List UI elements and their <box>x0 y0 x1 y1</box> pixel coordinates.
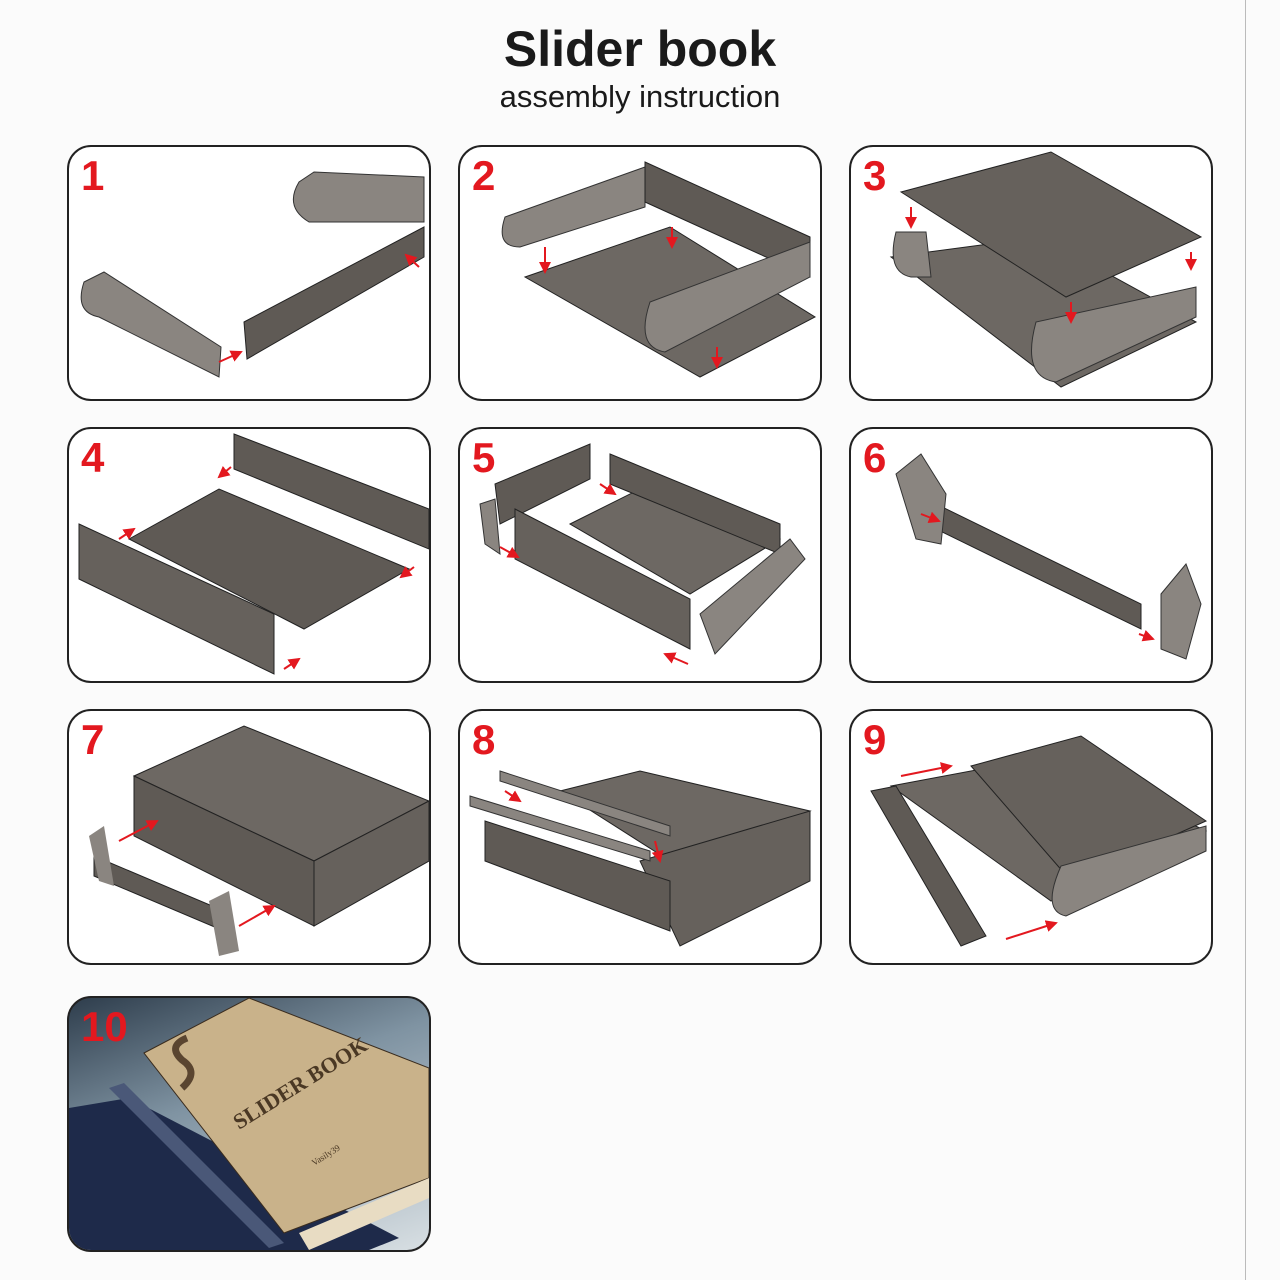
step-8-panel: 8 <box>458 709 822 965</box>
step-number: 10 <box>81 1003 128 1050</box>
step-10-photo-panel: 10 SLIDER BOOK Vasily39 <box>67 996 431 1252</box>
step-4-illustration <box>78 433 429 675</box>
finished-book-photo: SLIDER BOOK Vasily39 <box>69 998 429 1250</box>
step-number: 5 <box>472 434 496 481</box>
step-number: 2 <box>472 152 496 199</box>
step-9-panel: 9 <box>849 709 1213 965</box>
step-8-illustration <box>469 770 812 947</box>
step-number: 7 <box>81 716 105 763</box>
step-number: 6 <box>863 434 887 481</box>
step-3-panel: 3 <box>849 145 1213 401</box>
step-number: 3 <box>863 152 887 199</box>
step-number: 1 <box>81 152 105 199</box>
step-9-illustration <box>870 735 1208 947</box>
step-1-panel: 1 <box>67 145 431 401</box>
step-1-illustration <box>80 171 425 378</box>
cover-monogram-logo <box>172 1034 195 1091</box>
step-6-panel: 6 <box>849 427 1213 683</box>
page-edge <box>1245 0 1246 1280</box>
step-4-panel: 4 <box>67 427 431 683</box>
page-subtitle: assembly instruction <box>499 79 781 114</box>
step-number: 9 <box>863 716 887 763</box>
step-2-illustration <box>501 161 817 378</box>
step-5-panel: 5 <box>458 427 822 683</box>
step-number: 8 <box>472 716 496 763</box>
step-6-illustration <box>895 453 1202 660</box>
step-7-panel: 7 <box>67 709 431 965</box>
step-5-illustration <box>479 443 806 665</box>
step-7-illustration <box>89 725 429 956</box>
step-3-illustration <box>889 151 1203 388</box>
step-number: 4 <box>81 434 105 481</box>
step-2-panel: 2 <box>458 145 822 401</box>
page-title: Slider book <box>503 21 777 77</box>
